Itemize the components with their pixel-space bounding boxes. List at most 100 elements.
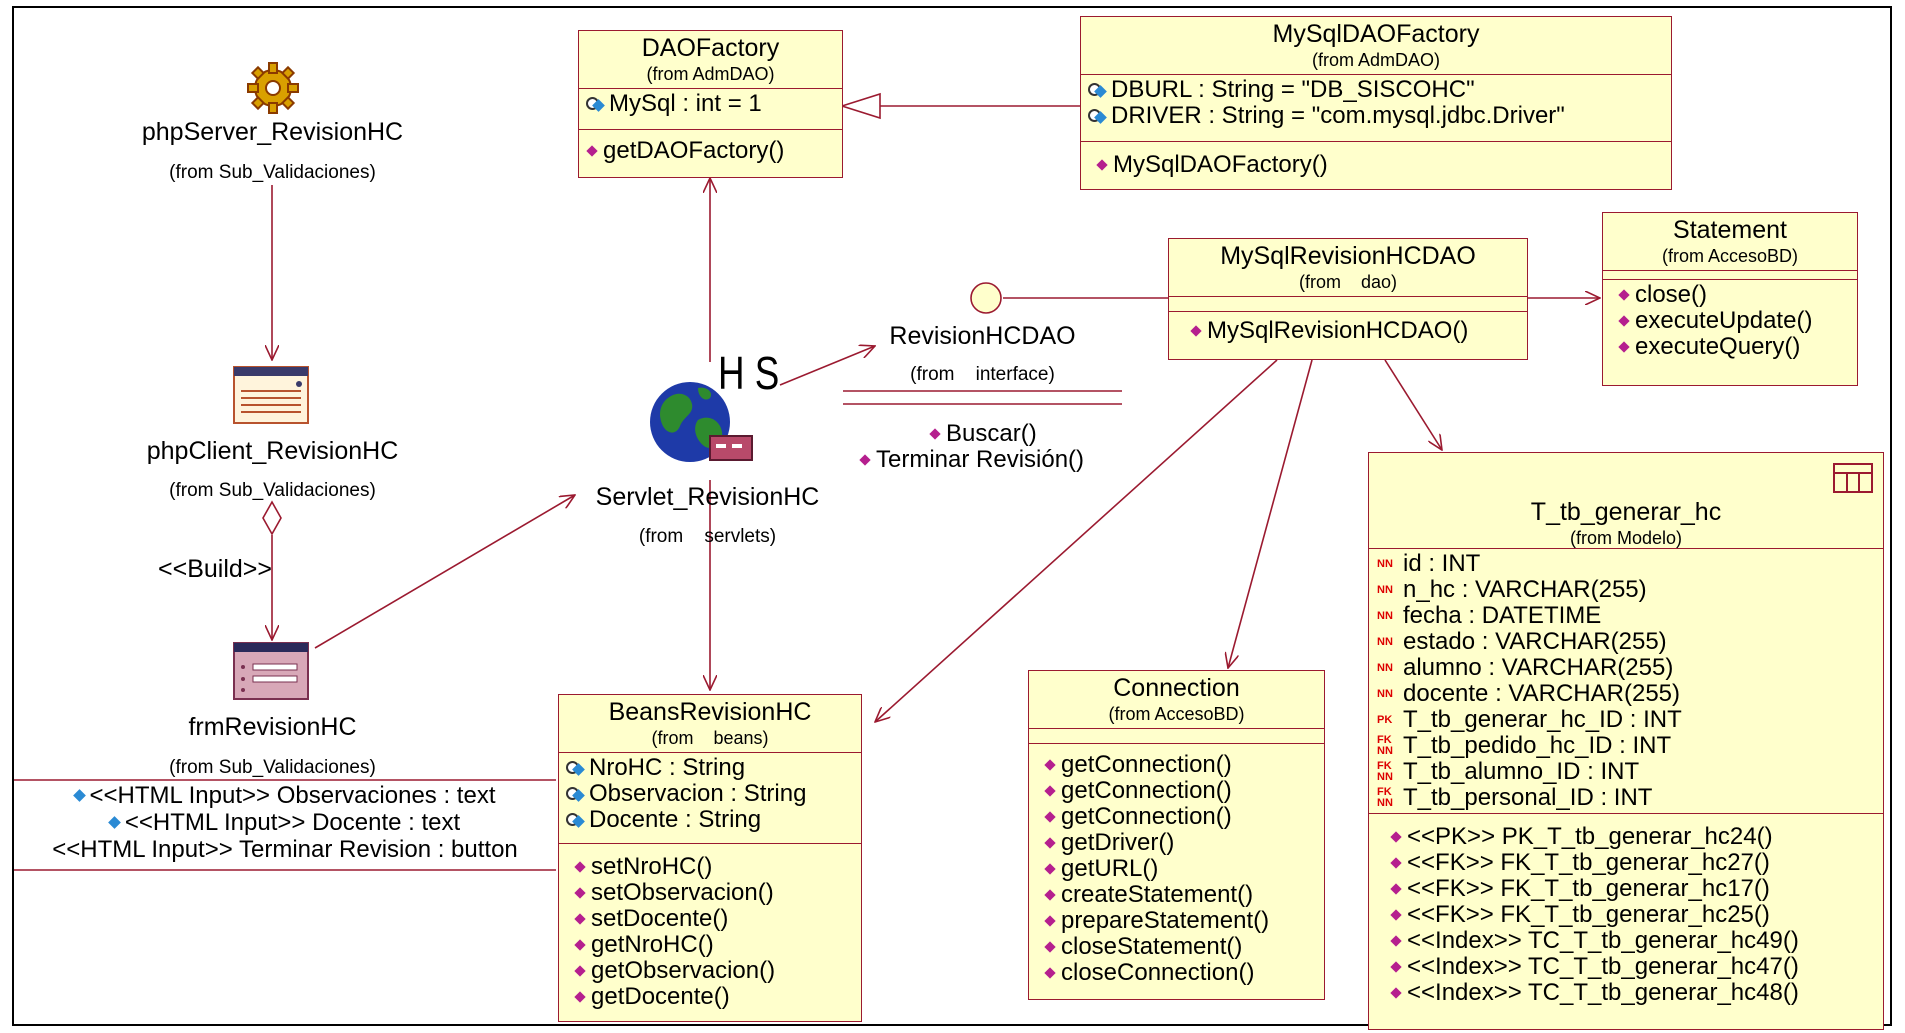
class-header: MySqlRevisionHCDAO (from dao) xyxy=(1169,239,1527,297)
class-name: MySqlRevisionHCDAO xyxy=(1220,242,1476,270)
public-operation-icon xyxy=(1390,909,1402,921)
gear-icon xyxy=(245,60,301,116)
frm-name[interactable]: frmRevisionHC xyxy=(188,713,357,741)
interface-op-buscar[interactable]: Buscar() xyxy=(928,420,1037,448)
public-operation-icon xyxy=(574,965,586,977)
html-input-terminar: <<HTML Input>> Terminar Revision : butto… xyxy=(52,836,518,863)
servlet-name[interactable]: Servlet_RevisionHC xyxy=(595,483,820,511)
class-daofactory[interactable]: DAOFactory (from AdmDAO) MySql : int = 1… xyxy=(578,30,843,178)
op-text: <<PK>> PK_T_tb_generar_hc24() xyxy=(1407,823,1773,850)
public-operation-icon xyxy=(574,913,586,925)
operation-row[interactable]: <<Index>> TC_T_tb_generar_hc48() xyxy=(1389,980,1877,1006)
op-text: executeQuery() xyxy=(1635,333,1801,360)
table-icon xyxy=(1833,463,1873,493)
op-text: getConnection() xyxy=(1061,777,1232,804)
frm-from: (from Sub_Validaciones) xyxy=(169,757,376,778)
html-input-row: <<HTML Input>> Observaciones : text xyxy=(14,782,556,809)
operation-row[interactable]: setDocente() xyxy=(573,906,855,932)
class-mysqldaofactory[interactable]: MySqlDAOFactory (from AdmDAO) DBURL : St… xyxy=(1080,16,1672,190)
protected-attribute-icon xyxy=(565,812,587,828)
operation-row[interactable]: <<FK>> FK_T_tb_generar_hc25() xyxy=(1389,902,1877,928)
attribute-row[interactable]: Docente : String xyxy=(565,807,855,833)
operation-row[interactable]: closeStatement() xyxy=(1043,934,1318,960)
protected-attribute-icon xyxy=(1087,108,1109,124)
attribute-row[interactable]: DBURL : String = "DB_SISCOHC" xyxy=(1087,77,1665,103)
class-from: (from AdmDAO) xyxy=(646,64,775,84)
column-text: alumno : VARCHAR(255) xyxy=(1403,654,1674,681)
operation-row[interactable]: executeQuery() xyxy=(1617,334,1851,360)
public-operation-icon xyxy=(1190,325,1202,337)
op-text: <<Index>> TC_T_tb_generar_hc47() xyxy=(1407,953,1799,980)
column-text: n_hc : VARCHAR(255) xyxy=(1403,576,1647,603)
attribute-row[interactable]: MySql : int = 1 xyxy=(585,91,836,117)
interface-op-terminar[interactable]: Terminar Revisión() xyxy=(858,446,1084,474)
op-text: getConnection() xyxy=(1061,803,1232,830)
operation-row[interactable]: getConnection() xyxy=(1043,804,1318,830)
php-client-name[interactable]: phpClient_RevisionHC xyxy=(146,437,399,465)
mysqlrevision-to-table-link xyxy=(1384,359,1442,450)
op-text: Buscar() xyxy=(946,420,1037,447)
public-attribute-icon xyxy=(72,789,86,802)
class-from: (from Modelo) xyxy=(1569,528,1683,548)
operation-row[interactable]: getConnection() xyxy=(1043,778,1318,804)
operation-row[interactable]: prepareStatement() xyxy=(1043,908,1318,934)
attr-text: Observacion : String xyxy=(589,780,807,807)
operation-row[interactable]: getObservacion() xyxy=(573,958,855,984)
operation-row[interactable]: <<FK>> FK_T_tb_generar_hc27() xyxy=(1389,850,1877,876)
operation-row[interactable]: closeConnection() xyxy=(1043,960,1318,986)
operation-row[interactable]: executeUpdate() xyxy=(1617,308,1851,334)
operation-row[interactable]: createStatement() xyxy=(1043,882,1318,908)
operation-row[interactable]: getURL() xyxy=(1043,856,1318,882)
attribute-row[interactable]: DRIVER : String = "com.mysql.jdbc.Driver… xyxy=(1087,103,1665,129)
operation-row[interactable]: getNroHC() xyxy=(573,932,855,958)
operation-row[interactable]: setObservacion() xyxy=(573,880,855,906)
php-server-name[interactable]: phpServer_RevisionHC xyxy=(141,118,404,146)
attribute-row[interactable]: NroHC : String xyxy=(565,755,855,781)
php-client-from: (from Sub_Validaciones) xyxy=(169,480,376,501)
operation-row[interactable]: getDriver() xyxy=(1043,830,1318,856)
public-operation-icon xyxy=(1044,941,1056,953)
operation-row[interactable]: <<Index>> TC_T_tb_generar_hc47() xyxy=(1389,954,1877,980)
operation-row[interactable]: getDocente() xyxy=(573,984,855,1010)
operation-row[interactable]: getDAOFactory() xyxy=(585,138,836,164)
class-beansrevisionhc[interactable]: BeansRevisionHC (from beans) NroHC : Str… xyxy=(558,694,862,1022)
html-input-row: <<HTML Input>> Docente : text xyxy=(14,809,556,836)
column-text: fecha : DATETIME xyxy=(1403,602,1602,629)
attributes-section: MySql : int = 1 xyxy=(579,89,842,130)
column-text: T_tb_alumno_ID : INT xyxy=(1403,758,1640,785)
operation-row[interactable]: <<Index>> TC_T_tb_generar_hc49() xyxy=(1389,928,1877,954)
operation-row[interactable]: getConnection() xyxy=(1043,752,1318,778)
op-text: Terminar Revisión() xyxy=(876,446,1085,473)
class-mysqlrevisionhcdao[interactable]: MySqlRevisionHCDAO (from dao) MySqlRevis… xyxy=(1168,238,1528,360)
servlet-from: (from servlets) xyxy=(638,526,777,547)
operation-row[interactable]: close() xyxy=(1617,282,1851,308)
operation-row[interactable]: <<PK>> PK_T_tb_generar_hc24() xyxy=(1389,824,1877,850)
operation-row[interactable]: MySqlRevisionHCDAO() xyxy=(1189,318,1521,344)
class-connection[interactable]: Connection (from AccesoBD) getConnection… xyxy=(1028,670,1325,1000)
op-text: <<FK>> FK_T_tb_generar_hc27() xyxy=(1407,849,1770,876)
interface-name[interactable]: RevisionHCDAO xyxy=(889,322,1076,350)
attr-text: DRIVER : String = "com.mysql.jdbc.Driver… xyxy=(1111,102,1565,129)
column-text: T_tb_generar_hc_ID : INT xyxy=(1403,706,1682,733)
class-statement[interactable]: Statement (from AccesoBD) close() execut… xyxy=(1602,212,1858,386)
column-text: T_tb_personal_ID : INT xyxy=(1403,784,1653,811)
class-from: (from AccesoBD) xyxy=(1108,704,1245,724)
operation-row[interactable]: <<FK>> FK_T_tb_generar_hc17() xyxy=(1389,876,1877,902)
operation-row[interactable]: MySqlDAOFactory() xyxy=(1095,152,1665,178)
operation-row[interactable]: setNroHC() xyxy=(573,854,855,880)
attribute-row[interactable]: Observacion : String xyxy=(565,781,855,807)
